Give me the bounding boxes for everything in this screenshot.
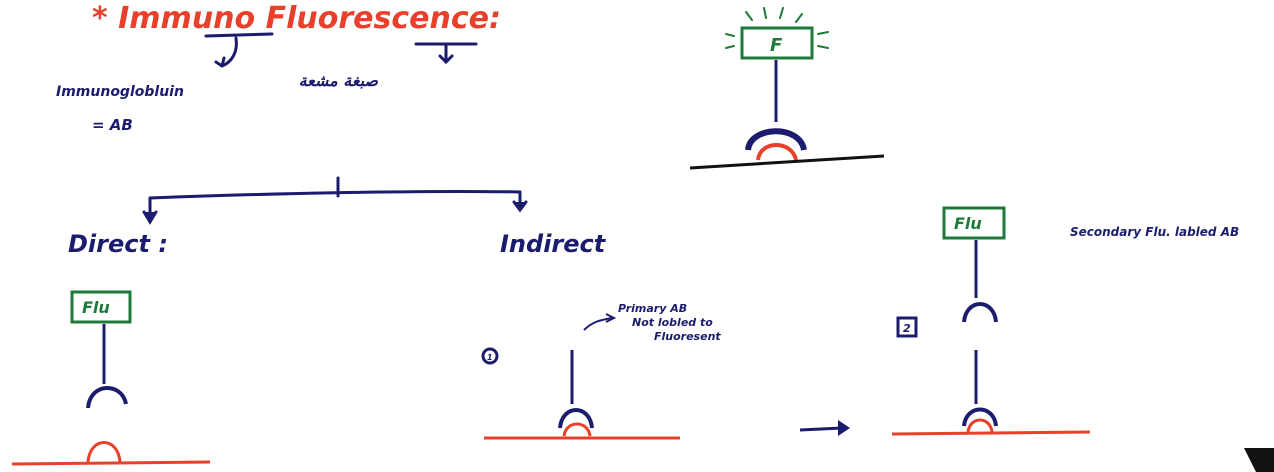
- fluor-tag-f-label: F: [770, 35, 783, 56]
- title: * Immuno Fluorescence:: [92, 1, 501, 36]
- fluor-tag-secondary: [942, 206, 1006, 240]
- step1-marker-circle: [481, 347, 499, 365]
- immunoglobulin-label: Immunoglobluin: [56, 84, 184, 100]
- cell-membrane-line: [891, 430, 1091, 436]
- arabic-label: صبغة مشعة: [299, 71, 379, 90]
- indirect-step2: Flu 2: [891, 206, 1091, 436]
- ab-equals-label: = AB: [92, 116, 133, 134]
- primary-note-line3: Fluoresent: [654, 330, 721, 343]
- note-arrow: [583, 317, 613, 331]
- fluor-tag-secondary-label: Flu: [954, 214, 982, 233]
- antibody-arms: [86, 386, 128, 409]
- fluor-tag-direct: [70, 290, 132, 324]
- step1-marker: 1: [487, 353, 493, 362]
- branch-bracket: [142, 176, 528, 225]
- antibody-arms: [745, 128, 807, 151]
- fluor-glow-icon: [725, 7, 829, 49]
- antigen-arc: [562, 422, 592, 437]
- primary-note-line1: Primary AB: [618, 302, 687, 315]
- indirect-step1: 1 Primary AB Not lobled to Fluoresent: [481, 302, 721, 440]
- cell-membrane-line: [689, 154, 885, 170]
- antigen-arc: [756, 143, 798, 161]
- fluor-tag-f: [740, 26, 814, 60]
- note-arrow-head: [605, 313, 617, 323]
- secondary-antibody-arms: [962, 302, 998, 323]
- antibody-arms: [558, 408, 594, 429]
- antigen-arc: [966, 418, 994, 433]
- direct-antibody: Flu: [11, 290, 211, 466]
- antigen-arc: [86, 441, 122, 463]
- cell-membrane-line: [11, 460, 211, 466]
- step-arrow-icon: [799, 420, 850, 436]
- step2-marker: 2: [903, 322, 911, 335]
- title-arrow-fluoro: [414, 42, 478, 65]
- primary-note-line2: Not lobled to: [632, 316, 713, 329]
- top-fluor-antibody: F: [689, 7, 885, 170]
- direct-label: Direct :: [68, 230, 168, 258]
- title-arrow-immuno: [204, 32, 274, 68]
- fluor-tag-direct-label: Flu: [82, 298, 110, 317]
- secondary-note: Secondary Flu. labled AB: [1070, 225, 1239, 239]
- primary-antibody-arms: [962, 407, 998, 427]
- indirect-label: Indirect: [500, 230, 607, 258]
- corner-shape: [1244, 448, 1274, 472]
- step2-marker-box: [896, 316, 918, 338]
